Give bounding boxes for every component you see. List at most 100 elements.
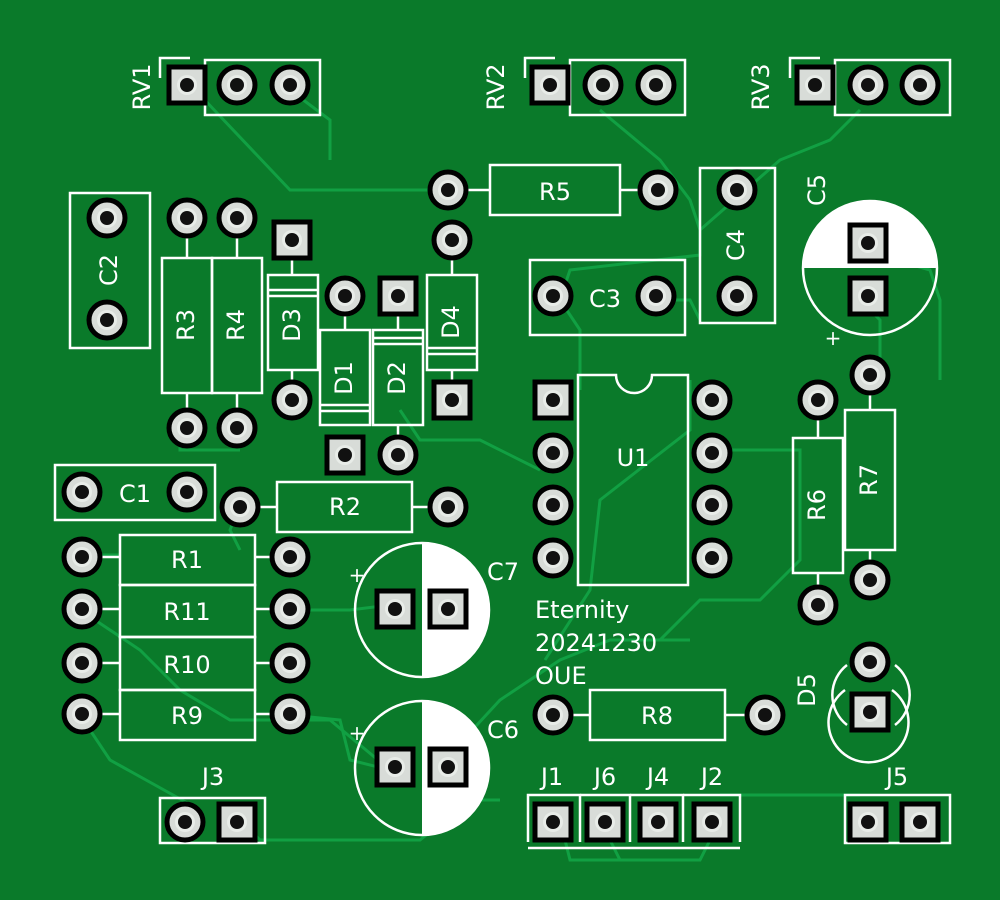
square-pad: [431, 379, 473, 421]
square-pad: [899, 801, 941, 843]
pad-hole: [546, 393, 560, 407]
square-pad: [532, 379, 574, 421]
pad-hole: [705, 446, 719, 460]
round-pad: [219, 486, 261, 528]
round-pad: [899, 64, 941, 106]
label-c3: C3: [589, 285, 621, 313]
pad-hole: [863, 368, 877, 382]
pad-copper: [216, 801, 258, 843]
label-r4: R4: [222, 309, 250, 341]
pad-hole: [100, 313, 114, 327]
label-r9: R9: [171, 702, 203, 730]
round-pad: [797, 584, 839, 626]
square-pad: [794, 64, 836, 106]
pad-hole: [649, 78, 663, 92]
pad-hole: [649, 289, 663, 303]
round-pad: [427, 169, 469, 211]
pad-copper: [427, 746, 469, 788]
round-pad: [691, 379, 733, 421]
pad-copper: [637, 801, 679, 843]
label-c2: C2: [95, 254, 123, 286]
square-pad: [849, 691, 891, 733]
pad-hole: [230, 78, 244, 92]
pad-hole: [441, 500, 455, 514]
round-pad: [269, 693, 311, 735]
pad-hole: [283, 550, 297, 564]
pad-hole: [730, 183, 744, 197]
pad-hole: [75, 550, 89, 564]
pad-hole: [283, 656, 297, 670]
pad-hole: [180, 485, 194, 499]
label-r10: R10: [163, 651, 210, 679]
label-d5: D5: [793, 673, 821, 707]
square-pad: [691, 801, 733, 843]
label-r6: R6: [803, 489, 831, 521]
label-j6: J6: [592, 763, 616, 791]
round-pad: [269, 536, 311, 578]
label-j1: J1: [539, 763, 563, 791]
label-r7: R7: [855, 464, 883, 496]
round-pad: [532, 432, 574, 474]
label-c1: C1: [119, 480, 151, 508]
pad-copper: [324, 434, 366, 476]
pad-hole: [758, 708, 772, 722]
pad-hole: [75, 707, 89, 721]
pad-copper: [691, 801, 733, 843]
round-pad: [582, 64, 624, 106]
label-j5: J5: [884, 763, 908, 791]
pad-hole: [546, 289, 560, 303]
label-rv3: RV3: [747, 63, 775, 110]
label-c5: C5: [803, 174, 831, 206]
round-pad: [716, 275, 758, 317]
pad-hole: [445, 233, 459, 247]
round-pad: [691, 537, 733, 579]
pad-hole: [180, 421, 194, 435]
pad-hole: [75, 656, 89, 670]
pad-hole: [283, 602, 297, 616]
label-j4: J4: [645, 763, 669, 791]
pad-hole: [705, 551, 719, 565]
pad-hole: [546, 446, 560, 460]
pad-hole: [441, 760, 455, 774]
square-pad: [216, 801, 258, 843]
board-title-line1: Eternity: [535, 596, 629, 624]
square-pad: [427, 588, 469, 630]
pad-hole: [441, 602, 455, 616]
round-pad: [744, 694, 786, 736]
pad-hole: [863, 705, 877, 719]
label-u1: U1: [617, 444, 650, 472]
pad-hole: [546, 551, 560, 565]
round-pad: [61, 536, 103, 578]
board-title-line2: 20241230: [535, 629, 657, 657]
pad-hole: [598, 815, 612, 829]
square-pad: [532, 801, 574, 843]
round-pad: [166, 407, 208, 449]
label-c7: C7: [487, 558, 519, 586]
square-pad: [166, 64, 208, 106]
pad-hole: [230, 815, 244, 829]
pad-hole: [233, 500, 247, 514]
label-c4: C4: [722, 229, 750, 261]
square-pad: [427, 746, 469, 788]
round-pad: [269, 588, 311, 630]
pad-hole: [808, 78, 822, 92]
square-pad: [324, 434, 366, 476]
pad-hole: [861, 815, 875, 829]
pad-hole: [705, 815, 719, 829]
pad-hole: [441, 183, 455, 197]
round-pad: [61, 588, 103, 630]
pad-hole: [75, 485, 89, 499]
pad-hole: [705, 393, 719, 407]
round-pad: [635, 275, 677, 317]
pad-hole: [546, 498, 560, 512]
square-pad: [374, 588, 416, 630]
pads: [61, 64, 941, 843]
pad-hole: [100, 211, 114, 225]
round-pad: [324, 275, 366, 317]
label-r1: R1: [171, 546, 203, 574]
square-pad: [637, 801, 679, 843]
round-pad: [216, 197, 258, 239]
round-pad: [849, 354, 891, 396]
label-c5-plus: +: [825, 326, 842, 350]
